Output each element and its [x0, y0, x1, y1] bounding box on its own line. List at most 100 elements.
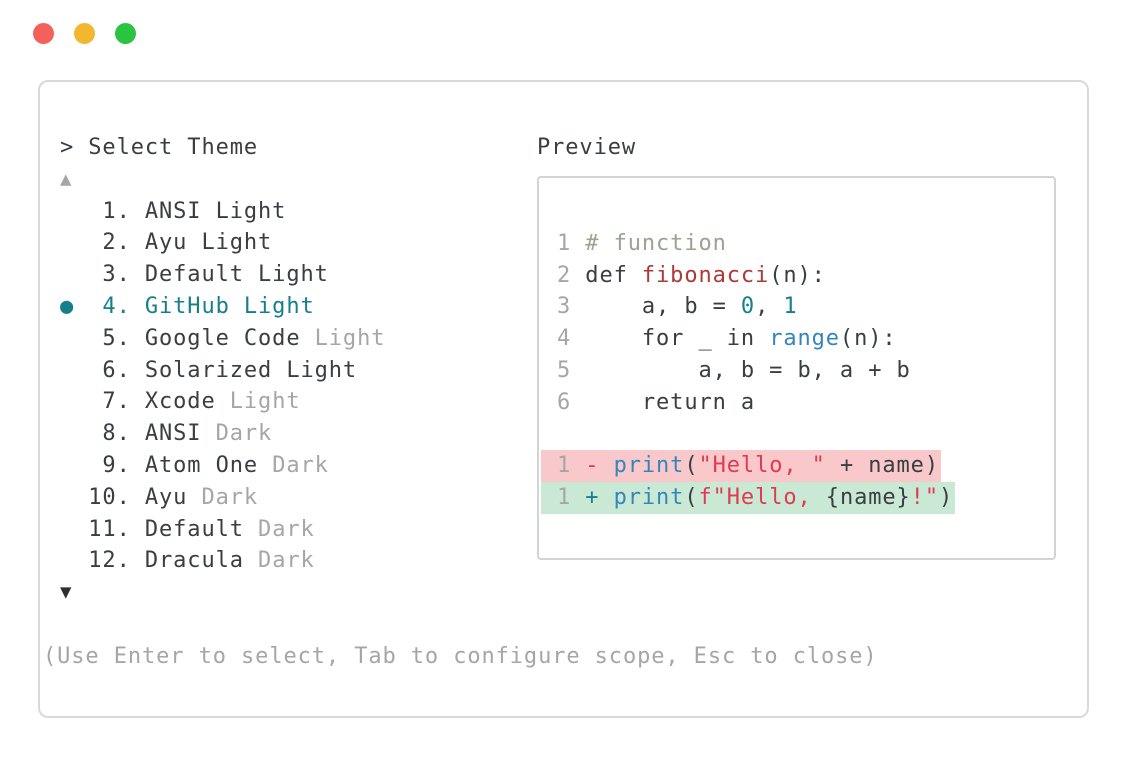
line-number: 3: [557, 294, 586, 320]
code-line: 2 def fibonacci(n):: [539, 260, 1054, 292]
theme-option-ayu-light[interactable]: 2. Ayu Light: [60, 227, 878, 259]
code-token: range: [769, 326, 840, 352]
theme-name: GitHub Light: [144, 293, 315, 319]
item-number: 11.: [60, 516, 145, 542]
diff-line-removed: 1 - print("Hello, " + name): [539, 450, 1054, 483]
spacer: [60, 609, 878, 641]
theme-option-ansi-light[interactable]: 1. ANSI Light: [60, 196, 878, 228]
code-token: ,: [755, 294, 784, 320]
theme-name: ANSI: [144, 421, 202, 447]
theme-name: Default Light: [144, 262, 329, 288]
close-button[interactable]: [33, 23, 54, 44]
code-token: a, b = b, a + b: [585, 357, 911, 383]
theme-list: 1. ANSI Light 2. Ayu Light 3. Default Li…: [60, 196, 878, 578]
line-number: 6: [557, 389, 586, 415]
item-number: 2.: [60, 230, 145, 256]
code-token: +: [585, 485, 614, 511]
theme-name: Default: [144, 516, 244, 542]
theme-option-ayu-dark[interactable]: 10. Ayu Dark: [60, 482, 878, 514]
code-line: 3 a, b = 0, 1: [539, 291, 1054, 323]
code-token: fibonacci: [641, 262, 770, 288]
theme-name: Ayu: [144, 484, 188, 510]
theme-option-ansi-dark[interactable]: 8. ANSI Dark: [60, 418, 878, 450]
line-number: 5: [557, 357, 586, 383]
code-token: print: [613, 453, 685, 479]
theme-option-default-dark[interactable]: 11. Default Dark: [60, 514, 878, 546]
line-number: 1: [557, 230, 586, 256]
code-line: [539, 419, 1054, 451]
code-token: a, b =: [585, 294, 741, 320]
line-number: 1: [557, 485, 586, 511]
theme-name: Atom One: [144, 452, 259, 478]
line-number: 2: [557, 262, 586, 288]
theme-variant-dim: Dark: [258, 452, 329, 478]
code-token: (: [684, 453, 699, 479]
code-token: + name): [825, 453, 939, 479]
theme-picker-window: > Select Theme ▲ 1. ANSI Light 2. Ayu Li…: [38, 80, 1089, 718]
item-number: 5.: [60, 325, 145, 351]
code-token: return a: [585, 389, 756, 415]
code-line: 6 return a: [539, 387, 1054, 419]
item-number: 12.: [60, 548, 145, 574]
code-line: 5 a, b = b, a + b: [539, 355, 1054, 387]
item-number: 9.: [60, 452, 145, 478]
code-token: 0: [740, 294, 756, 320]
theme-option-google-code-light[interactable]: 5. Google Code Light: [60, 323, 878, 355]
window-controls: [33, 23, 136, 44]
theme-option-xcode-light[interactable]: 7. Xcode Light: [60, 386, 878, 418]
code-token: ): [938, 485, 954, 511]
code-token: (n):: [839, 326, 897, 352]
diff-line-added: 1 + print(f"Hello, {name}!"): [539, 482, 1054, 514]
theme-variant-dim: Dark: [243, 516, 315, 542]
code-token: print: [613, 485, 685, 511]
theme-option-default-light[interactable]: 3. Default Light: [60, 259, 878, 291]
theme-name: ANSI Light: [144, 198, 287, 224]
selected-indicator-icon: ● 4.: [60, 293, 145, 319]
code-token: f"Hello,: [698, 485, 826, 511]
theme-variant-dim: Dark: [187, 484, 259, 510]
code-token: 1: [783, 294, 798, 320]
preview-title: Preview: [537, 135, 637, 160]
code-token: -: [585, 453, 614, 479]
theme-option-atom-one-dark[interactable]: 9. Atom One Dark: [60, 450, 878, 482]
line-number: 1: [557, 453, 586, 479]
item-number: 6.: [60, 357, 145, 383]
theme-name: Ayu Light: [144, 230, 273, 256]
theme-option-github-light[interactable]: ● 4. GitHub Light: [60, 291, 878, 323]
code-token: (: [684, 485, 699, 511]
code-token: (n):: [769, 262, 826, 288]
theme-variant-dim: Dark: [243, 548, 315, 574]
minimize-button[interactable]: [74, 23, 95, 44]
item-number: 10.: [60, 484, 145, 510]
code-token: "Hello, ": [698, 453, 826, 479]
prompt-select-theme: > Select Theme: [60, 135, 259, 160]
theme-option-dracula-dark[interactable]: 12. Dracula Dark: [60, 545, 878, 577]
theme-name: Google Code: [144, 325, 301, 351]
diff-highlight-removed: 1 - print("Hello, " + name): [541, 450, 941, 483]
scroll-up-icon[interactable]: ▲: [60, 167, 73, 190]
code-line: 4 for _ in range(n):: [539, 323, 1054, 355]
scroll-down-icon[interactable]: ▼: [60, 581, 73, 604]
line-number: 4: [557, 326, 586, 352]
diff-highlight-added: 1 + print(f"Hello, {name}!"): [541, 482, 956, 514]
theme-name: Solarized Light: [144, 357, 358, 383]
code-line: 1 # function: [539, 228, 1054, 260]
theme-variant-dim: Light: [215, 389, 301, 415]
item-number: 8.: [60, 421, 145, 447]
theme-option-solarized-light[interactable]: 6. Solarized Light: [60, 355, 878, 387]
item-number: 7.: [60, 389, 145, 415]
zoom-button[interactable]: [115, 23, 136, 44]
theme-variant-dim: Light: [300, 325, 386, 351]
theme-name: Dracula: [144, 548, 244, 574]
item-number: 3.: [60, 262, 145, 288]
theme-list-pane: > Select Theme ▲ 1. ANSI Light 2. Ayu Li…: [40, 82, 878, 673]
theme-name: Xcode: [144, 389, 216, 415]
code-token: {name}: [825, 485, 911, 511]
code-token: for _ in: [585, 326, 770, 352]
help-text: (Use Enter to select, Tab to configure s…: [43, 643, 878, 669]
item-number: 1.: [60, 198, 145, 224]
theme-variant-dim: Dark: [201, 421, 273, 447]
